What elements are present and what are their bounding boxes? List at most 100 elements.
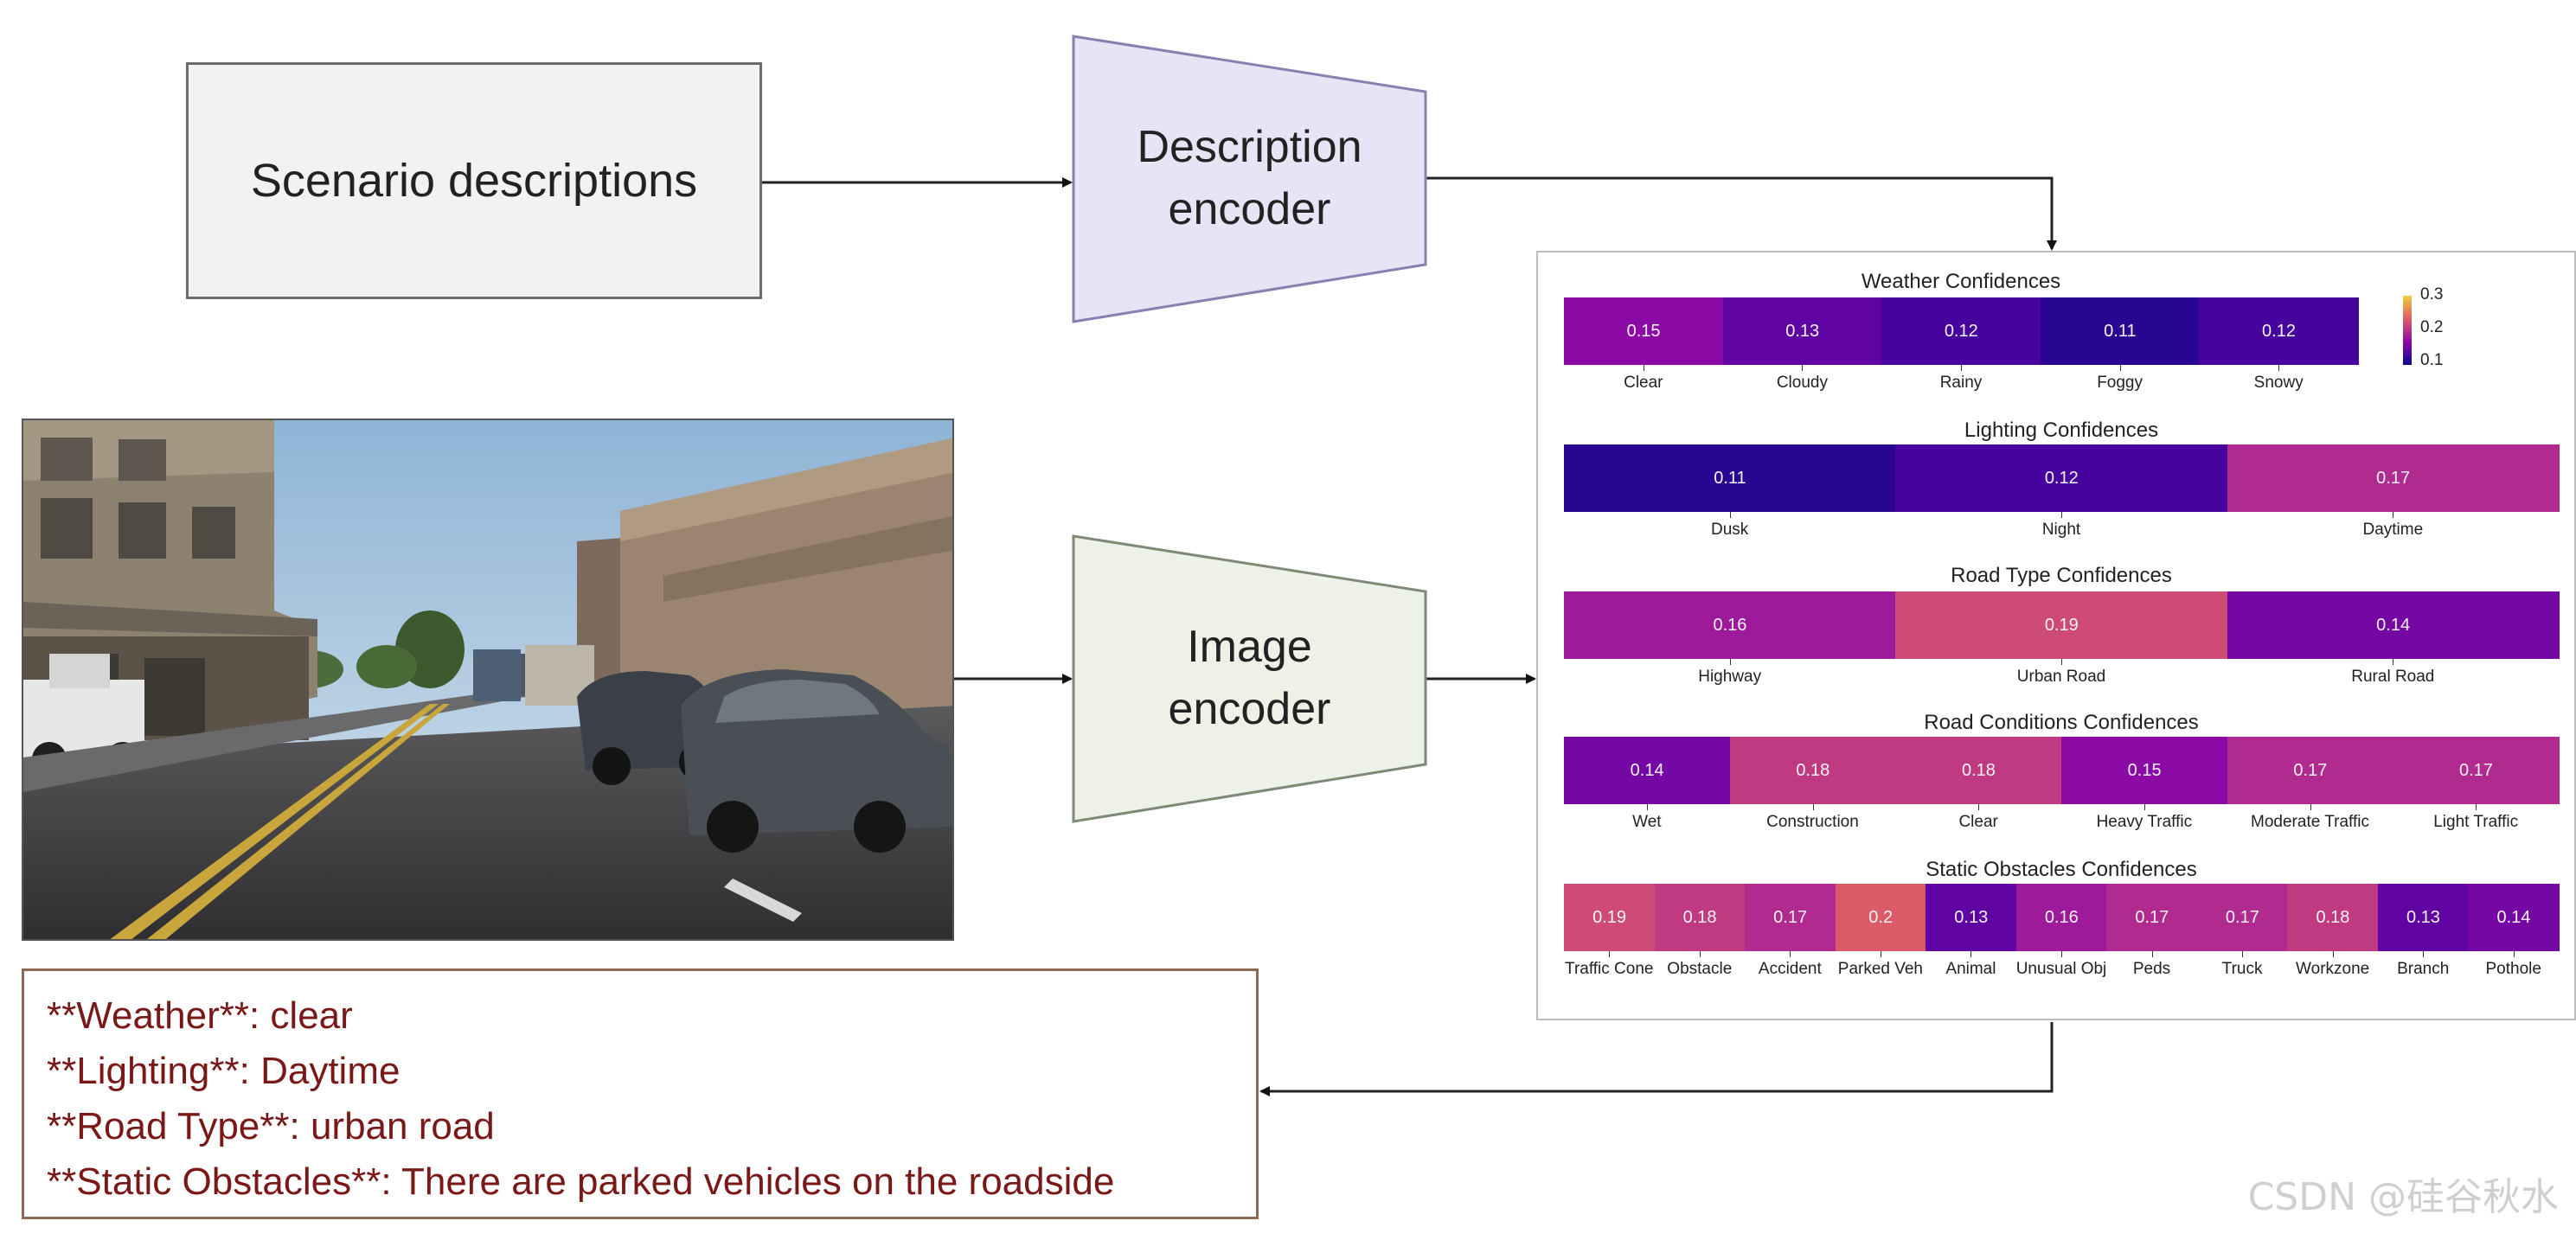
heatmap-cell: 0.17 [2196,884,2288,951]
heatmap-cell: 0.12 [2199,297,2359,365]
heatmap-cell: 0.18 [1729,737,1896,804]
heatmap-title: Static Obstacles Confidences [1926,858,2197,881]
output-lighting: **Lighting**: Daytime [47,1050,400,1092]
description-encoder-label: Description encoder [1073,92,1426,265]
heatmap-tick-mark [1729,659,1731,665]
heatmap-tick-mark [2061,951,2062,957]
heatmap-cell: 0.14 [1564,737,1731,804]
heatmap-tick-mark [2310,804,2311,810]
heatmap-cell: 0.17 [2106,884,2198,951]
heatmap-tick-mark [1970,951,1972,957]
scenario-descriptions-box: Scenario descriptions [186,62,762,299]
heatmap-cell: 0.13 [1722,297,1882,365]
heatmap-cell: 0.17 [2227,737,2393,804]
heatmap-title: Road Conditions Confidences [1924,711,2199,734]
heatmap-tick-label: Rainy [1939,374,1983,392]
output-road-type: **Road Type**: urban road [47,1105,495,1147]
heatmap-tick-mark [1978,804,1980,810]
heatmap-tick-label: Heavy Traffic [2096,813,2193,831]
heatmap-cell: 0.15 [2061,737,2228,804]
heatmap-cell: 0.17 [2227,444,2560,512]
scenario-descriptions-label: Scenario descriptions [250,155,698,207]
heatmap-title: Lighting Confidences [1964,419,2159,442]
heatmap-title: Weather Confidences [1861,270,2061,293]
heatmap-tick-label: Branch [2397,960,2450,978]
heatmap-tick-label: Animal [1945,960,1996,978]
image-encoder-line-1: Image [1187,622,1312,672]
heatmap-tick-mark [1961,365,1962,371]
heatmap-tick-mark [2151,951,2153,957]
heatmap-cell: 0.11 [1564,444,1896,512]
heatmap-tick-label: Rural Road [2351,668,2435,686]
output-weather: **Weather**: clear [47,994,353,1037]
heatmap-tick-label: Dusk [1711,521,1749,539]
heatmap-tick-label: Urban Road [2016,668,2106,686]
heatmap-cell: 0.13 [2377,884,2470,951]
heatmap-tick-mark [1790,951,1791,957]
heatmap-tick-mark [2119,365,2121,371]
image-encoder-line-2: encoder [1168,684,1331,734]
heatmap-tick-mark [2513,951,2515,957]
heatmap-cell: 0.2 [1835,884,1926,951]
heatmap-tick-mark [1699,951,1701,957]
heatmap-tick-mark [1802,365,1804,371]
heatmap-cell: 0.19 [1895,591,2228,659]
street-scene-image [22,419,954,941]
heatmap-tick-label: Accident [1758,960,1822,978]
heatmap-tick-mark [2332,951,2334,957]
heatmap-cell: 0.13 [1926,884,2017,951]
colorbar-tick-label-mid: 0.2 [2420,318,2444,336]
heatmap-cell: 0.16 [1564,591,1896,659]
heatmap-tick-mark [1609,951,1611,957]
colorbar-tick-label-bottom: 0.1 [2420,351,2444,369]
heatmap-tick-label: Night [2041,521,2081,539]
scenario-output-box: **Weather**: clear **Lighting**: Daytime… [22,968,1259,1219]
heatmap-cell: 0.18 [2287,884,2379,951]
description-encoder-line-1: Description [1137,122,1362,172]
heatmap-cell: 0.14 [2468,884,2560,951]
arrow-heatmaps-to-output [1259,1022,2054,1096]
heatmap-title: Road Type Confidences [1951,564,2172,587]
heatmap-tick-mark [2278,365,2280,371]
heatmap-tick-label: Construction [1766,813,1859,831]
heatmap-tick-label: Workzone [2296,960,2370,978]
heatmap-cell: 0.18 [1895,737,2062,804]
heatmap-tick-mark [2061,659,2062,665]
description-encoder-shape [1072,35,1427,323]
heatmap-cell: 0.16 [2015,884,2107,951]
arrow-desc-encoder-to-heatmaps [1426,176,2057,251]
heatmap-tick-label: Light Traffic [2433,813,2519,831]
heatmap-tick-label: Snowy [2253,374,2304,392]
heatmap-cell: 0.11 [2040,297,2200,365]
heatmap-cell: 0.19 [1564,884,1656,951]
heatmap-tick-label: Highway [1698,668,1762,686]
heatmap-cell: 0.17 [2393,737,2560,804]
heatmap-tick-mark [1646,804,1648,810]
heatmap-tick-mark [1729,512,1731,518]
heatmap-cell: 0.12 [1895,444,2228,512]
heatmap-tick-label: Clear [1958,813,1998,831]
heatmap-tick-label: Unusual Obj [2015,960,2107,978]
heatmap-cell: 0.14 [2227,591,2560,659]
output-static-obstacles: **Static Obstacles**: There are parked v… [47,1160,1115,1203]
heatmap-tick-mark [2061,512,2062,518]
heatmap-cell: 0.17 [1745,884,1836,951]
heatmap-tick-label: Traffic Cone [1565,960,1654,978]
heatmap-tick-label: Cloudy [1776,374,1828,392]
heatmap-tick-label: Foggy [2097,374,2143,392]
heatmap-cell: 0.12 [1881,297,2041,365]
watermark: CSDN @硅谷秋水 [2247,1175,2559,1219]
heatmap-tick-mark [2242,951,2244,957]
heatmap-tick-label: Parked Veh [1837,960,1924,978]
heatmap-tick-label: Peds [2132,960,2171,978]
image-encoder-label: Image encoder [1073,591,1426,764]
heatmap-tick-label: Obstacle [1667,960,1733,978]
colorbar [2403,296,2412,365]
heatmap-tick-label: Clear [1624,374,1663,392]
heatmap-tick-mark [1812,804,1814,810]
heatmap-tick-mark [2423,951,2425,957]
description-encoder-line-2: encoder [1168,184,1331,234]
heatmap-tick-label: Moderate Traffic [2251,813,2369,831]
